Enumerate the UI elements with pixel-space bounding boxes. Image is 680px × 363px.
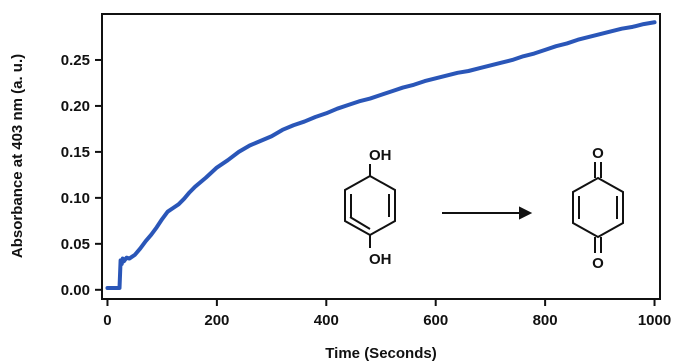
y-tick-label: 0.00 [61,282,90,299]
hydroquinone-structure [344,164,396,248]
y-tick-label: 0.10 [61,190,90,207]
reaction-arrow [442,206,533,220]
y-tick-label: 0.05 [61,236,90,253]
plot-frame [101,13,661,300]
absorbance-series-line [105,20,657,290]
y-tick-label: 0.15 [61,144,90,161]
y-axis-ticks: 0.00 0.05 0.10 0.15 0.20 0.25 [61,52,102,299]
y-axis-title: Absorbance at 403 nm (a. u.) [9,54,26,258]
x-axis-ticks: 0 200 400 600 800 1000 [103,299,671,329]
y-tick-label: 0.25 [61,52,90,69]
x-tick-label: 600 [423,312,448,329]
x-tick-label: 200 [204,312,229,329]
x-tick-label: 800 [533,312,558,329]
reactant-top-label: OH [369,147,392,164]
product-bottom-label: O [592,255,604,272]
x-axis-title: Time (Seconds) [325,345,436,362]
reactant-bottom-label: OH [369,251,392,268]
y-tick-label: 0.20 [61,98,90,115]
benzoquinone-structure [572,162,624,253]
reaction-scheme [344,162,624,253]
x-tick-label: 1000 [638,312,671,329]
x-tick-label: 0 [103,312,111,329]
x-tick-label: 400 [314,312,339,329]
product-top-label: O [592,145,604,162]
